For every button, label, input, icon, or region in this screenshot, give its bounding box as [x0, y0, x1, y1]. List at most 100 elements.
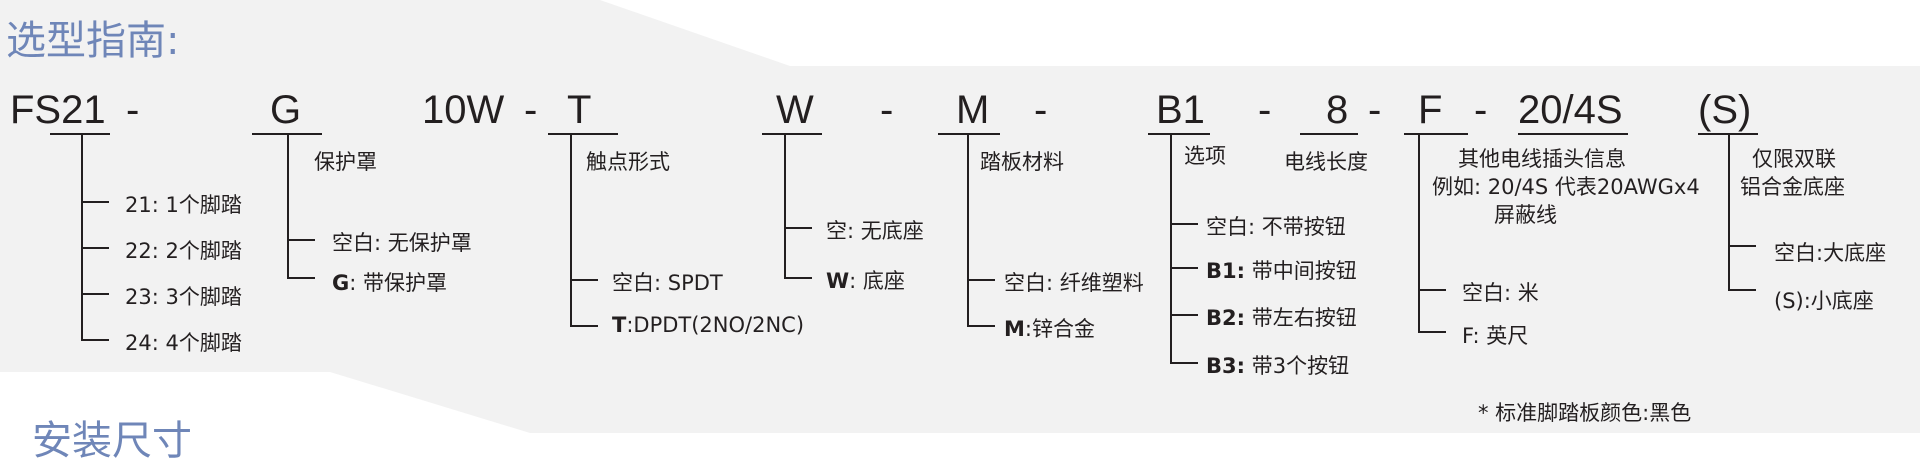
tick [570, 279, 598, 281]
tick [287, 239, 315, 241]
underline [762, 133, 822, 135]
option-24: 24: 4个脚踏 [125, 331, 242, 355]
info-line-3: 屏蔽线 [1494, 203, 1557, 227]
bracket-line [1728, 133, 1730, 291]
group-label: 触点形式 [586, 150, 670, 174]
tick [570, 325, 598, 327]
option-value: :DPDT(2NO/2NC) [626, 313, 805, 337]
underline [938, 133, 1000, 135]
option-key: W [826, 269, 850, 293]
option-s: (S):小底座 [1774, 289, 1874, 313]
underline [50, 133, 110, 135]
bracket-line [1170, 133, 1172, 363]
tick [784, 227, 812, 229]
info-line-1: 仅限双联 [1752, 147, 1836, 171]
code-dash: - [1368, 88, 1382, 132]
bracket-line [570, 133, 572, 326]
option-blank: 空白: 米 [1462, 281, 1539, 305]
option-22: 22: 2个脚踏 [125, 239, 242, 263]
underline [1518, 133, 1628, 135]
option-w: W: 底座 [826, 265, 905, 295]
code-20-4s: 20/4S [1518, 88, 1623, 132]
option-21: 21: 1个脚踏 [125, 193, 242, 217]
underline [1300, 133, 1358, 135]
bracket-line [81, 133, 83, 340]
option-key: B2: [1206, 306, 1246, 330]
code-f: F [1418, 88, 1443, 132]
code-dash: - [880, 88, 894, 132]
tick [967, 325, 995, 327]
code-g: G [270, 88, 302, 132]
tick [1728, 245, 1756, 247]
tick [1170, 314, 1198, 316]
group-label: 保护罩 [314, 150, 377, 174]
bracket-line [1418, 133, 1420, 333]
code-t: T [567, 88, 592, 132]
option-value: 带左右按钮 [1245, 306, 1357, 330]
option-g: G: 带保护罩 [332, 267, 447, 297]
tick [1418, 331, 1446, 333]
bracket-line [784, 133, 786, 278]
code-dash: - [1474, 88, 1488, 132]
option-b3: B3: 带3个按钮 [1206, 350, 1349, 380]
option-value: : 底座 [849, 269, 905, 293]
section-title: 选型指南: [6, 18, 180, 64]
code-8: 8 [1326, 88, 1349, 132]
option-key: B3: [1206, 354, 1246, 378]
option-blank: 空白:大底座 [1774, 241, 1887, 265]
tick [81, 339, 109, 341]
option-b1: B1: 带中间按钮 [1206, 255, 1357, 285]
group-label: 选项 [1184, 144, 1226, 168]
code-fs21: FS21 [10, 88, 106, 132]
tick [81, 201, 109, 203]
code-dash: - [126, 88, 140, 132]
tick [967, 279, 995, 281]
section-title-2: 安装尺寸 [32, 418, 192, 464]
option-value: : 带保护罩 [349, 271, 448, 295]
option-value: 带中间按钮 [1245, 259, 1357, 283]
code-w: W [776, 88, 814, 132]
underline [1148, 133, 1210, 135]
option-f: F: 英尺 [1462, 324, 1529, 348]
info-line-2: 例如: 20/4S 代表20AWGx4 [1432, 175, 1700, 199]
option-m: M:锌合金 [1004, 313, 1095, 343]
code-dash: - [1258, 88, 1272, 132]
option-b2: B2: 带左右按钮 [1206, 302, 1357, 332]
code-b1: B1 [1156, 88, 1205, 132]
option-blank: 空白: 不带按钮 [1206, 215, 1346, 239]
underline [548, 133, 618, 135]
option-t: T:DPDT(2NO/2NC) [612, 313, 804, 337]
code-m: M [956, 88, 990, 132]
tick [81, 293, 109, 295]
bracket-line [287, 133, 289, 278]
option-blank: 空白: 纤维塑料 [1004, 271, 1144, 295]
tick [1418, 289, 1446, 291]
option-key: G [332, 271, 350, 295]
option-value: :锌合金 [1024, 317, 1095, 341]
option-23: 23: 3个脚踏 [125, 285, 242, 309]
code-s: (S) [1698, 88, 1752, 132]
tick [287, 277, 315, 279]
tick [1170, 362, 1198, 364]
group-label: 踏板材料 [980, 150, 1064, 174]
option-blank: 空: 无底座 [826, 219, 924, 243]
option-blank: 空白: 无保护罩 [332, 231, 472, 255]
tick [1728, 289, 1756, 291]
option-blank: 空白: SPDT [612, 271, 723, 295]
color-note: * 标准脚踏板颜色:黑色 [1478, 401, 1692, 425]
info-line-2: 铝合金底座 [1740, 175, 1845, 199]
option-key: M [1004, 317, 1025, 341]
info-line-1: 其他电线插头信息 [1458, 147, 1626, 171]
tick [81, 247, 109, 249]
option-value: 带3个按钮 [1245, 354, 1350, 378]
option-key: T [612, 313, 627, 337]
group-label: 电线长度 [1284, 150, 1368, 174]
bracket-line [967, 133, 969, 326]
code-dash: - [1034, 88, 1048, 132]
tick [1170, 223, 1198, 225]
tick [1170, 267, 1198, 269]
option-key: B1: [1206, 259, 1246, 283]
code-10w: 10W [422, 88, 505, 132]
underline [1404, 133, 1468, 135]
tick [784, 277, 812, 279]
